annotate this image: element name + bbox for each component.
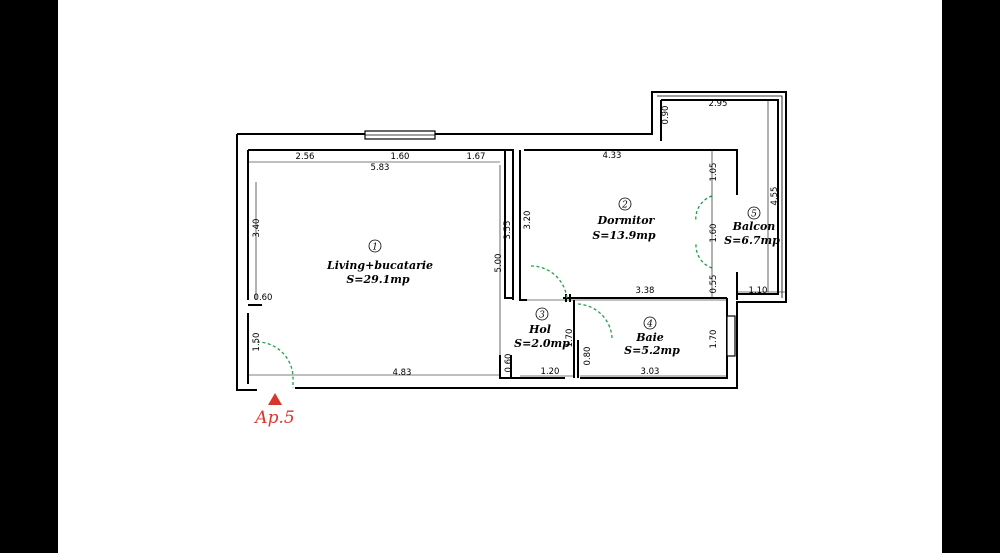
- doors: [256, 195, 713, 388]
- dimension-labels: 2.56 1.60 1.67 5.83 3.40 0.60 1.50 4.83 …: [252, 99, 780, 378]
- room-number: 1: [372, 243, 378, 253]
- room-area: S=5.2mp: [624, 344, 680, 357]
- apartment-marker: Ap.5: [253, 393, 295, 428]
- room-number: 5: [751, 210, 757, 220]
- dim-living-width: 5.83: [371, 163, 390, 173]
- dim-hol-width: 1.20: [541, 367, 560, 377]
- dimension-lines: [248, 100, 786, 377]
- room-name: Baie: [635, 331, 664, 344]
- dim-baie-right-h: 1.70: [709, 330, 719, 349]
- dim-living-top-left: 2.56: [296, 152, 315, 162]
- room-dormitor: 2 Dormitor S=13.9mp: [592, 197, 656, 242]
- dim-dorm-right-bottom: 0.55: [709, 275, 719, 294]
- entry-arrow-icon: [268, 393, 282, 405]
- dim-dorm-right-top: 1.05: [709, 163, 719, 182]
- dim-baie-top: 3.38: [636, 286, 655, 296]
- walls: [236, 91, 787, 391]
- dim-baie-left-h: 0.80: [583, 347, 593, 366]
- baie-door-swing: [577, 303, 613, 339]
- room-balcon: 5 Balcon S=6.7mp: [724, 206, 780, 247]
- room-hol: 3 Hol S=2.0mp: [514, 307, 570, 350]
- dim-living-depth: 5.00: [494, 254, 504, 273]
- dim-balcon-top-left: 0.90: [661, 106, 671, 125]
- room-name: Balcon: [732, 220, 776, 233]
- room-number: 4: [646, 320, 653, 330]
- balcon-door-swing-top: [695, 195, 713, 223]
- dim-balcon-right: 4.55: [770, 187, 780, 206]
- room-name: Living+bucatarie: [326, 259, 433, 272]
- dim-hol-bottom-h: 0.60: [504, 354, 514, 373]
- dim-living-left-h: 3.40: [252, 219, 262, 238]
- dim-living-door-h: 1.50: [252, 333, 262, 352]
- balcon-door-swing-bottom: [695, 243, 713, 269]
- room-area: S=6.7mp: [724, 234, 780, 247]
- room-name: Dormitor: [597, 214, 656, 227]
- entry-door-swing: [256, 341, 294, 388]
- room-number: 2: [621, 201, 628, 211]
- dim-dorm-left-h: 3.20: [523, 211, 533, 230]
- dim-dorm-door: 1.60: [709, 224, 719, 243]
- dim-balcon-bottom: 1.10: [749, 286, 768, 296]
- dim-baie-bottom: 3.03: [641, 367, 660, 377]
- room-area: S=2.0mp: [514, 337, 570, 350]
- dim-living-window: 1.60: [391, 152, 410, 162]
- room-baie: 4 Baie S=5.2mp: [624, 316, 680, 357]
- room-area: S=29.1mp: [346, 273, 410, 286]
- dim-living-right-h: 3.55: [503, 221, 513, 240]
- room-name: Hol: [528, 323, 551, 336]
- room-area: S=13.9mp: [592, 229, 656, 242]
- dim-living-top-right: 1.67: [467, 152, 486, 162]
- apartment-label: Ap.5: [253, 408, 294, 428]
- room-living: 1 Living+bucatarie S=29.1mp: [326, 239, 433, 286]
- dim-living-notch: 0.60: [254, 293, 273, 303]
- dim-balcon-top: 2.95: [709, 99, 728, 109]
- dim-living-bottom: 4.83: [393, 368, 412, 378]
- dim-hol-door-h: 1.70: [565, 329, 575, 348]
- hol-door-swing: [530, 265, 568, 301]
- room-number: 3: [539, 311, 545, 321]
- dim-dorm-width: 4.33: [603, 151, 622, 161]
